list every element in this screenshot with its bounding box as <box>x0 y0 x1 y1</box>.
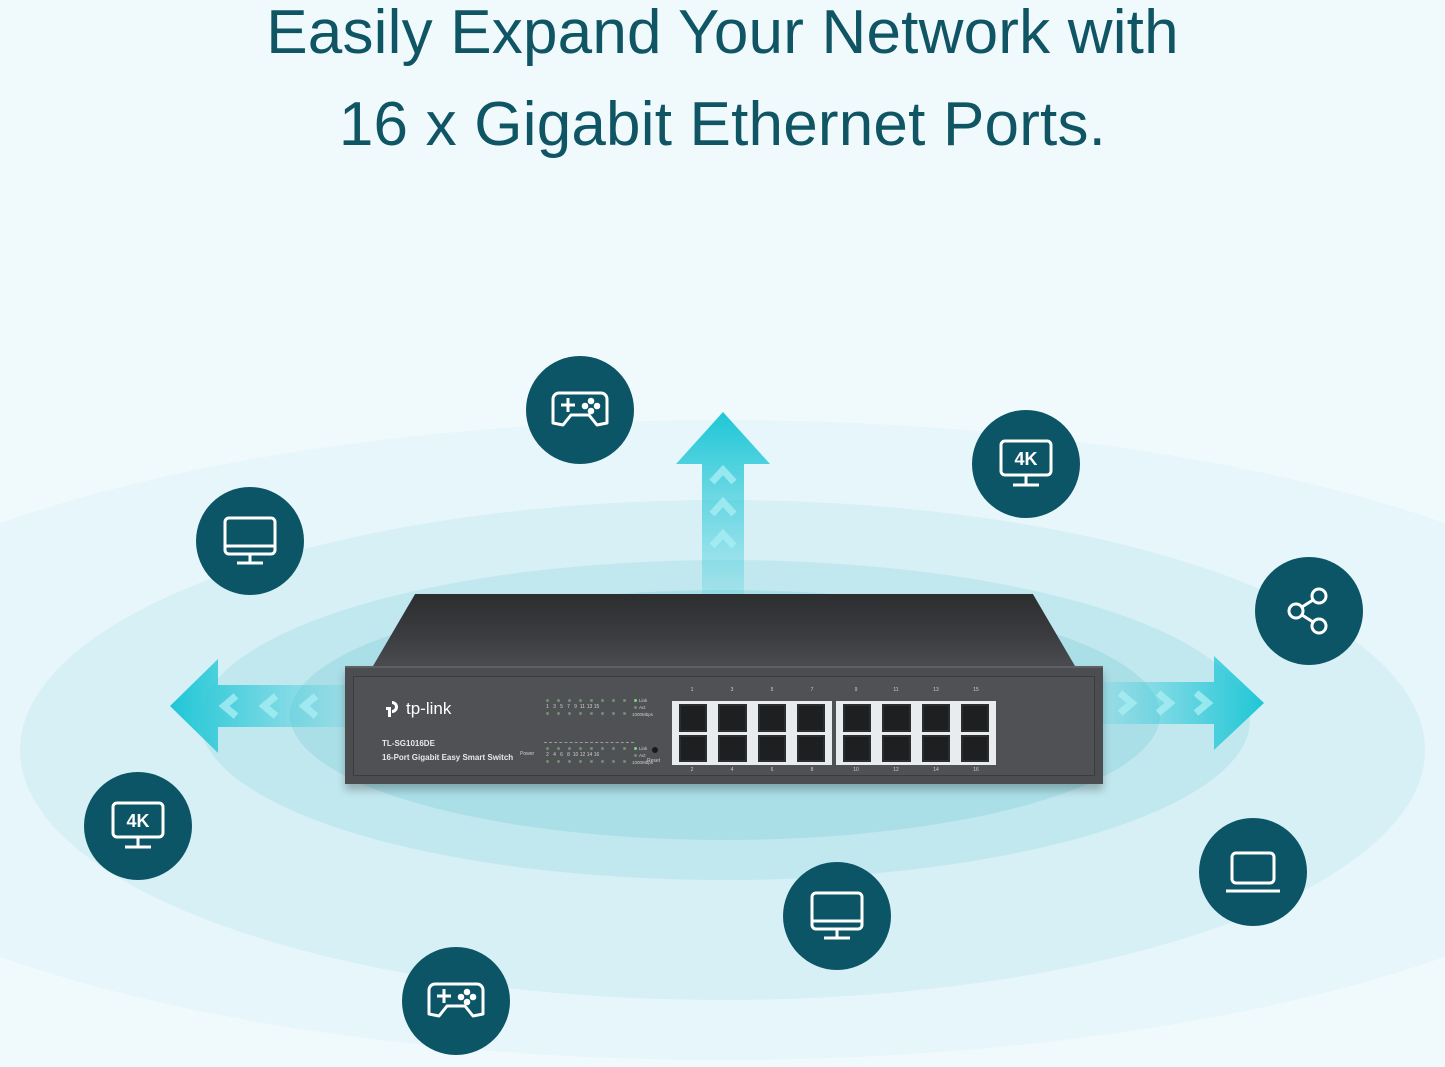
number-label: 15 <box>593 704 600 710</box>
number-label: 3 <box>553 704 556 710</box>
port-numbers-bottom: 2 4 6 8 10 12 14 16 <box>672 767 996 773</box>
port-group-9-16 <box>836 701 996 765</box>
svg-text:4K: 4K <box>126 811 149 831</box>
number-label: 6 <box>560 752 563 758</box>
tplink-logo-icon <box>386 701 398 717</box>
ethernet-port[interactable] <box>917 734 954 762</box>
monitor-icon <box>810 891 864 940</box>
network-switch: tp-link TL-SG1016DE 16-Port Gigabit Easy… <box>345 594 1103 786</box>
headline-line-1: Easily Expand Your Network with <box>266 0 1179 67</box>
ethernet-port[interactable] <box>839 734 876 762</box>
device-monitor-bottom <box>783 862 891 970</box>
ethernet-port[interactable] <box>917 704 954 732</box>
ethernet-port[interactable] <box>956 704 993 732</box>
model-description: 16-Port Gigabit Easy Smart Switch <box>382 753 514 762</box>
headline-line-2: 16 x Gigabit Ethernet Ports. <box>338 90 1107 159</box>
number-label: 8 <box>810 767 814 773</box>
number-label: 1 <box>546 704 549 710</box>
ethernet-port[interactable] <box>753 734 790 762</box>
number-label: 8 <box>567 752 570 758</box>
device-4k-monitor-top: 4K <box>972 410 1080 518</box>
number-label: 3 <box>730 687 734 693</box>
gamepad-icon <box>551 391 609 427</box>
number-label: 7 <box>567 704 570 710</box>
model-number: TL-SG1016DE <box>382 739 435 748</box>
number-label: 2 <box>546 752 549 758</box>
number-label: 12 <box>893 767 899 773</box>
laptop-icon <box>1226 851 1280 893</box>
number-label: 11 <box>893 687 899 693</box>
arrow-left-icon <box>170 659 350 753</box>
number-label: 11 <box>579 704 586 710</box>
led-legend-odd: Link Act 1000Mbps <box>632 698 654 717</box>
monitor-4k-icon: 4K <box>999 439 1053 487</box>
share-icon <box>1287 587 1328 635</box>
ethernet-port[interactable] <box>753 704 790 732</box>
number-label: 9 <box>574 704 577 710</box>
number-label: 6 <box>770 767 774 773</box>
number-label: 10 <box>572 752 579 758</box>
device-laptop-right <box>1199 818 1307 926</box>
ethernet-port[interactable] <box>675 734 712 762</box>
number-label: 16 <box>593 752 600 758</box>
number-label: 12 <box>579 752 586 758</box>
arrow-right-icon <box>1100 656 1264 750</box>
brand-logo: tp-link <box>382 699 451 719</box>
ethernet-port[interactable] <box>878 734 915 762</box>
number-label: 1 <box>690 687 694 693</box>
number-label: 9 <box>854 687 858 693</box>
device-gamepad-top <box>526 356 634 464</box>
ethernet-port[interactable] <box>792 704 829 732</box>
arrow-up-icon <box>676 412 770 602</box>
number-label: 10 <box>853 767 859 773</box>
power-label: Power <box>520 751 535 757</box>
ethernet-port[interactable] <box>839 704 876 732</box>
number-label: 13 <box>933 687 939 693</box>
brand-name: tp-link <box>406 699 452 718</box>
ethernet-port[interactable] <box>714 734 751 762</box>
gamepad-icon <box>427 982 485 1018</box>
number-label: 4 <box>730 767 734 773</box>
device-share-right <box>1255 557 1363 665</box>
monitor-icon <box>223 516 277 565</box>
number-label: 7 <box>810 687 814 693</box>
svg-text:4K: 4K <box>1014 449 1037 469</box>
port-group-1-8 <box>672 701 832 765</box>
number-label: 16 <box>973 767 979 773</box>
ethernet-port[interactable] <box>878 704 915 732</box>
number-label: 5 <box>560 704 563 710</box>
number-label: 14 <box>933 767 939 773</box>
led-legend-even: Link Act 1000Mbps <box>632 746 654 765</box>
ethernet-port[interactable] <box>714 704 751 732</box>
ethernet-port[interactable] <box>956 734 993 762</box>
reset-button[interactable] <box>652 747 658 753</box>
reset-label: Reset <box>647 758 661 764</box>
number-label: 13 <box>586 704 593 710</box>
number-label: 14 <box>586 752 593 758</box>
device-monitor-left <box>196 487 304 595</box>
led-divider <box>544 742 634 743</box>
number-label: 15 <box>973 687 979 693</box>
switch-top-cover <box>373 594 1075 666</box>
ethernet-port[interactable] <box>675 704 712 732</box>
device-4k-monitor-bottom: 4K <box>84 772 192 880</box>
ethernet-port[interactable] <box>792 734 829 762</box>
number-label: 4 <box>553 752 556 758</box>
monitor-4k-icon: 4K <box>111 801 165 849</box>
switch-front-panel: tp-link TL-SG1016DE 16-Port Gigabit Easy… <box>345 666 1103 784</box>
number-label: 2 <box>690 767 694 773</box>
number-label: 5 <box>770 687 774 693</box>
device-gamepad-bottom <box>402 947 510 1055</box>
